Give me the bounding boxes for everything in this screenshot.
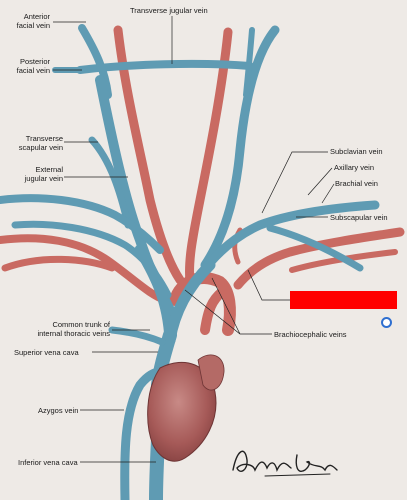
label-azygos-vein: Azygos vein (38, 406, 79, 415)
label-inferior-vena-cava: Inferior vena cava (18, 458, 78, 467)
leader-brachial (321, 183, 335, 204)
left-subclavian-artery (0, 234, 169, 304)
azygos-vein-path (120, 367, 165, 500)
label-external-jugular-vein: External jugular vein (24, 165, 63, 183)
leader-subclavian (261, 151, 328, 214)
label-subscapular-vein: Subscapular vein (330, 213, 388, 222)
label-posterior-facial-vein: Posterior facial vein (16, 57, 50, 75)
label-brachial-vein: Brachial vein (335, 179, 378, 188)
right-subclavian-vein-path (195, 200, 380, 280)
right-jugular-vein-path (200, 25, 280, 270)
leader-mask-pointer (247, 269, 290, 301)
label-anterior-facial-vein: Anterior facial vein (16, 12, 50, 30)
label-subclavian-vein: Subclavian vein (330, 147, 383, 156)
right-subclavian-artery (233, 227, 405, 290)
internal-thoracic-trunk-path (108, 326, 166, 346)
right-subscapular-vein-path (266, 224, 364, 272)
anterior-facial-vein-path (78, 24, 112, 99)
label-superior-vena-cava: Superior vena cava (14, 348, 79, 357)
leader-lines (53, 16, 335, 463)
leader-brachiocephalic (184, 277, 272, 335)
left-carotid-artery (113, 25, 185, 285)
redaction-box (290, 291, 397, 309)
left-arm-artery-branch (1, 255, 116, 272)
label-transverse-jugular-vein: Transverse jugular vein (130, 6, 208, 15)
label-transverse-scapular-vein: Transverse scapular vein (18, 134, 63, 152)
pulmonary-trunk (200, 287, 227, 335)
left-transverse-scapular-path (0, 194, 164, 254)
label-axillary-vein: Axillary vein (334, 163, 375, 172)
aortic-arch (169, 272, 236, 336)
heart-right-auricle (197, 354, 225, 391)
right-carotid-artery (185, 27, 233, 287)
label-common-trunk-internal-thoracic: Common trunk of internal thoracic veins (37, 320, 110, 338)
right-facial-vein-path (243, 27, 255, 98)
marker-dot[interactable] (381, 317, 392, 328)
leader-axillary (307, 167, 333, 196)
artist-signature (232, 450, 338, 477)
label-brachiocephalic-veins: Brachiocephalic veins (274, 330, 347, 339)
